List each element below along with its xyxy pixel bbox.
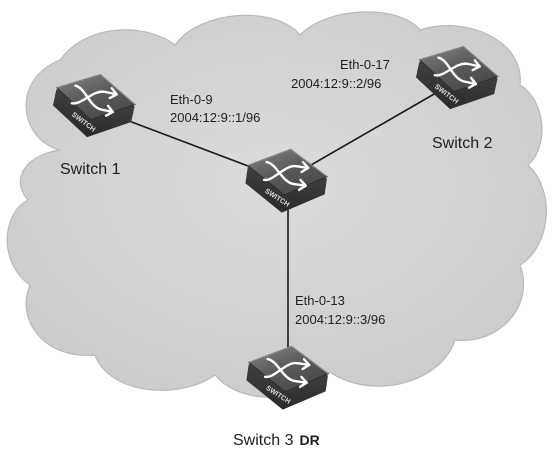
switch3-name: Switch 3 bbox=[233, 432, 294, 449]
switch2-port-label: Eth-0-17 bbox=[340, 57, 390, 72]
switch2-name: Switch 2 bbox=[432, 135, 493, 152]
link-core-switch2 bbox=[284, 81, 456, 181]
switch3-port-label: Eth-0-13 bbox=[295, 293, 345, 308]
dr-role-label: DR bbox=[299, 432, 320, 448]
switch1-address-label: 2004:12:9::1/96 bbox=[170, 110, 261, 125]
switch1-port-label: Eth-0-9 bbox=[170, 92, 213, 107]
switch3-label: Switch 3 DR bbox=[233, 430, 320, 451]
switch1-name: Switch 1 bbox=[60, 161, 121, 178]
switch3-address-label: 2004:12:9::3/96 bbox=[295, 312, 386, 327]
switch2-address-label: 2004:12:9::2/96 bbox=[291, 76, 382, 91]
